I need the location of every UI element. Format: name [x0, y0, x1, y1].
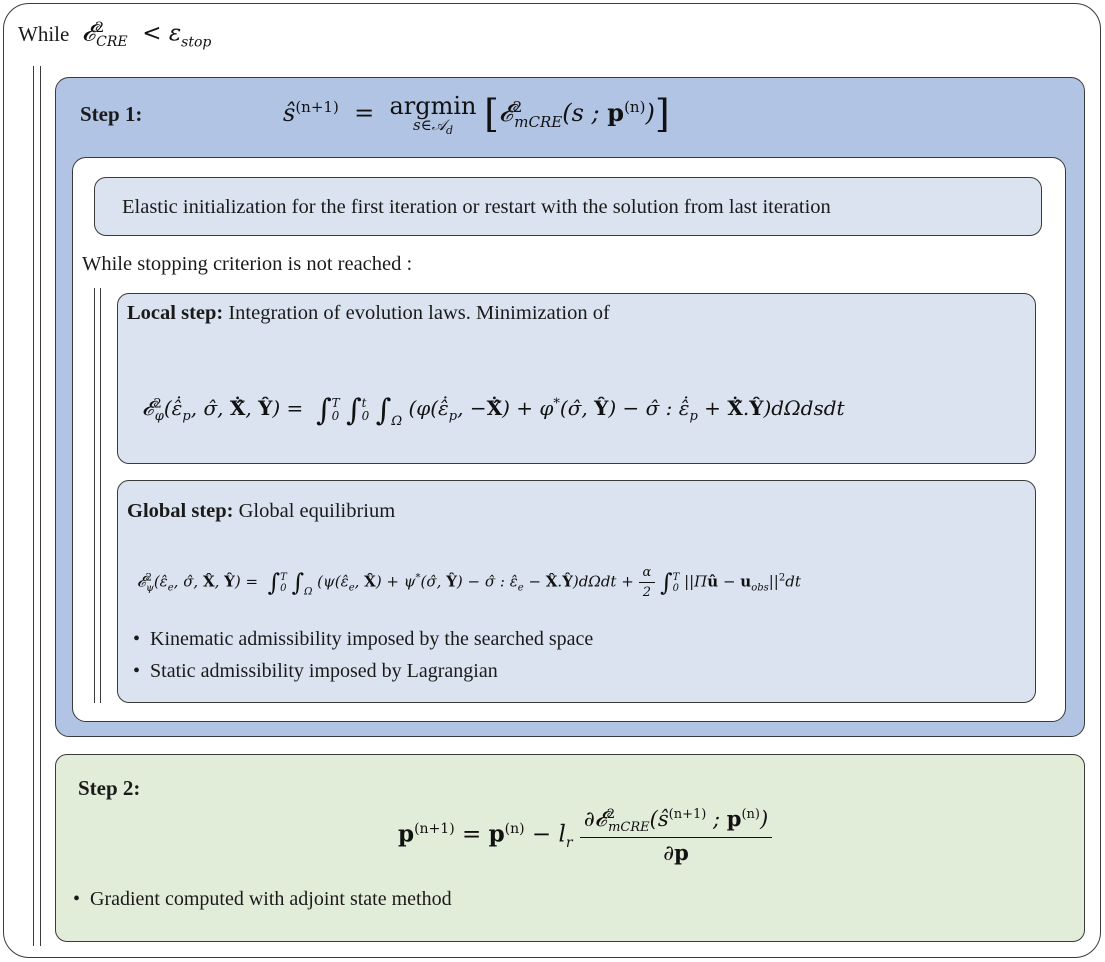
global-step-heading: Global step: Global equilibrium — [127, 500, 395, 523]
global-bullet-2: • Static admissibility imposed by Lagran… — [133, 660, 498, 683]
inner-loop-line-right — [100, 288, 101, 703]
local-step-label: Local step: — [127, 302, 224, 324]
inner-while-label: While stopping criterion is not reached … — [82, 253, 413, 275]
outer-loop-line-right — [40, 66, 41, 946]
step2-bullet-1: • Gradient computed with adjoint state m… — [73, 888, 452, 911]
global-step-box — [117, 480, 1036, 703]
step1-formula: ŝ(n+1) = argmin s∈𝒜d [𝓔2mCRE(s ; p(n))] — [283, 92, 670, 137]
global-step-label: Global step: — [127, 500, 234, 522]
inner-loop-line-left — [94, 288, 95, 703]
local-step-text: Integration of evolution laws. Minimizat… — [228, 302, 610, 324]
global-bullet-1-text: Kinematic admissibility imposed by the s… — [150, 628, 594, 650]
local-step-heading: Local step: Integration of evolution law… — [127, 302, 610, 325]
global-step-text: Global equilibrium — [238, 500, 396, 522]
step2-formula: p(n+1) = p(n) − lr ∂𝓔2mCRE(ŝ(n+1) ; p(n)… — [398, 806, 773, 865]
step2-box — [55, 754, 1085, 942]
step2-bullet-1-text: Gradient computed with adjoint state met… — [90, 888, 452, 910]
initialization-box — [94, 177, 1042, 236]
bullet-dot: • — [133, 628, 141, 650]
global-bullet-2-text: Static admissibility imposed by Lagrangi… — [150, 660, 498, 682]
step1-label: Step 1: — [80, 102, 143, 126]
outer-loop-line-left — [33, 66, 34, 946]
bullet-dot: • — [73, 888, 81, 910]
local-step-box — [117, 293, 1036, 464]
global-bullet-1: • Kinematic admissibility imposed by the… — [133, 628, 593, 651]
bullet-dot: • — [133, 660, 141, 682]
step2-label: Step 2: — [78, 776, 141, 800]
initialization-text: Elastic initialization for the first ite… — [122, 196, 831, 218]
outer-while-label: While — [18, 22, 70, 46]
outer-while-condition: 𝓔2CRE < εstop — [82, 20, 212, 51]
